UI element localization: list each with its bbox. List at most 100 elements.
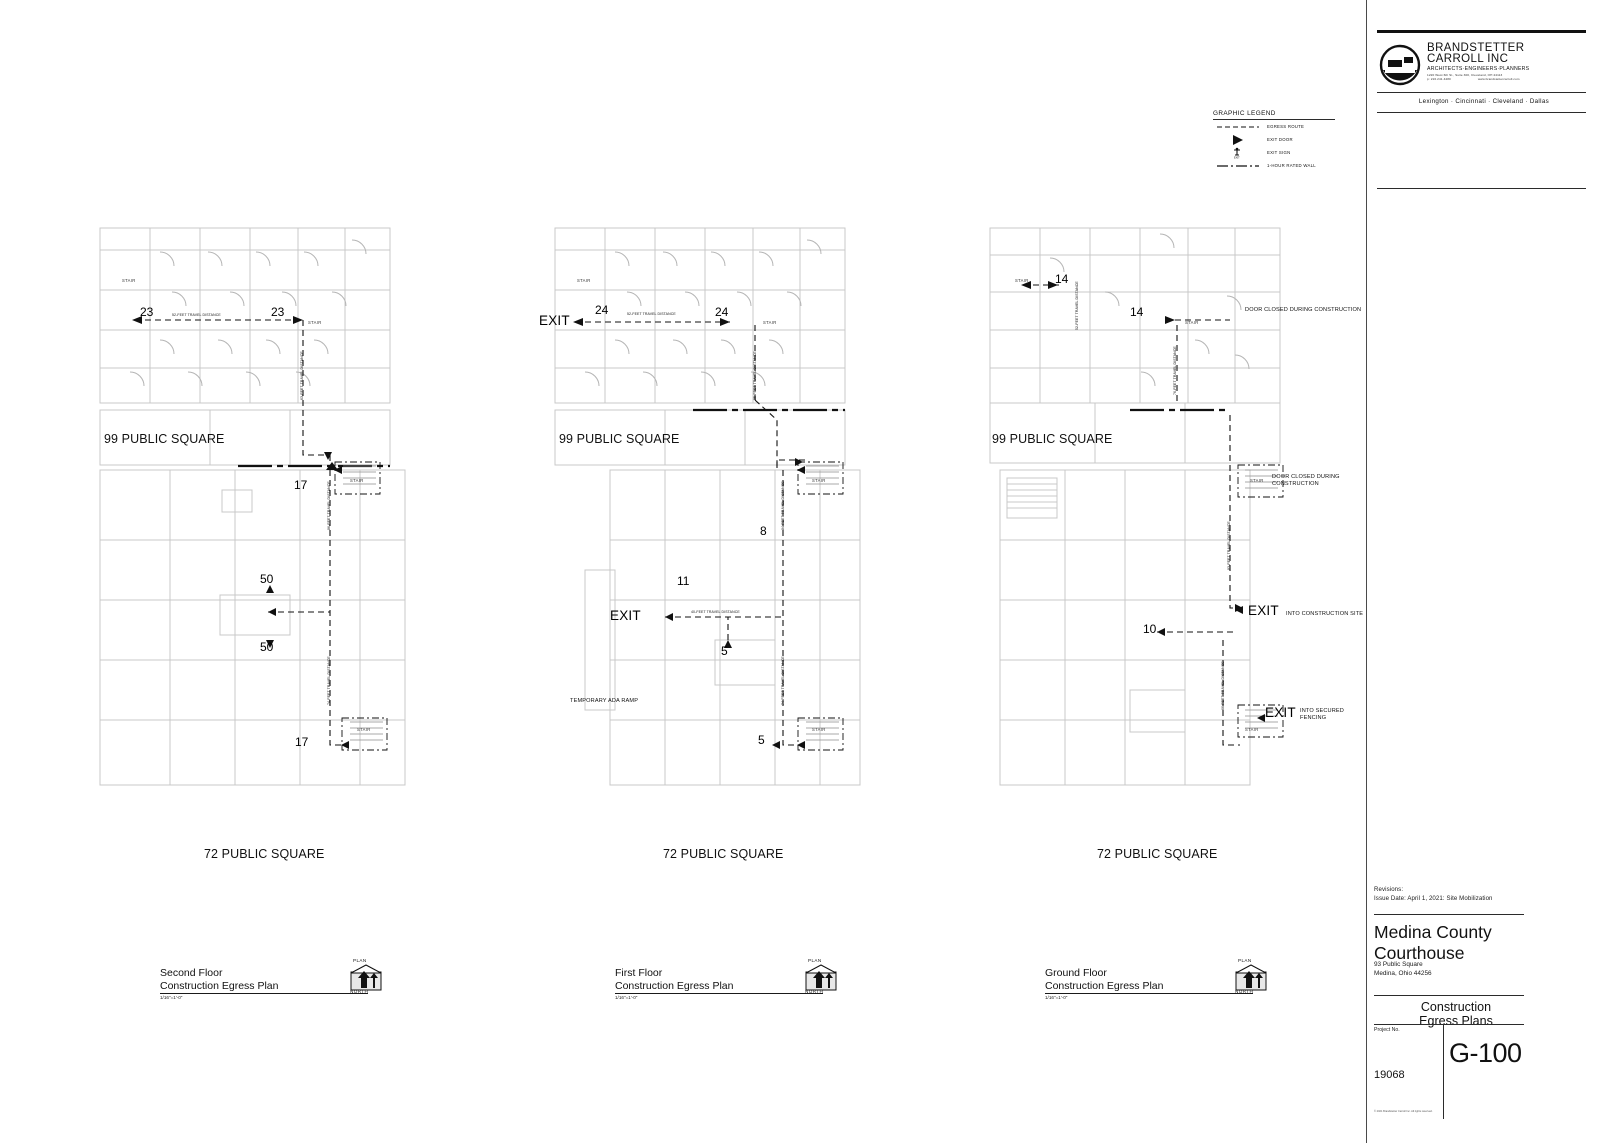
north-arrow-sub: NORTH bbox=[1235, 989, 1254, 994]
occupant-load: 50 bbox=[260, 640, 274, 654]
travel-distance-label: 76-FEET TRAVEL DISTANCE bbox=[1173, 346, 1177, 395]
exit-label: EXIT bbox=[610, 608, 641, 623]
legend-row-rated-wall: 1-HOUR RATED WALL bbox=[1213, 159, 1335, 172]
sheet-number: G-100 bbox=[1449, 1038, 1522, 1068]
north-arrow-sub: NORTH bbox=[350, 989, 369, 994]
second-floor-drawing bbox=[99, 227, 406, 786]
occupant-load: 10 bbox=[1143, 622, 1157, 636]
sheet-name-rule bbox=[1374, 1024, 1524, 1025]
sheet-name-line2: Egress Plans bbox=[1419, 1013, 1493, 1028]
legend-title: GRAPHIC LEGEND bbox=[1213, 110, 1276, 117]
building-label-72-lower: 72 PUBLIC SQUARE bbox=[1097, 847, 1218, 861]
plan-scale: 1/16"=1'-0" bbox=[1045, 995, 1068, 1000]
plan-title-line2: Construction Egress Plan bbox=[160, 980, 279, 992]
plan-scale: 1/16"=1'-0" bbox=[160, 995, 183, 1000]
travel-distance-label: 86-FEET TRAVEL DISTANCE bbox=[327, 481, 331, 530]
plan-title-rule bbox=[160, 993, 368, 994]
project-info-rule bbox=[1374, 995, 1524, 996]
occupant-load: 5 bbox=[758, 733, 765, 747]
sheet-name-line1: Construction bbox=[1420, 1000, 1492, 1014]
stair-label: STAIR bbox=[812, 727, 826, 732]
building-label-72-lower: 72 PUBLIC SQUARE bbox=[204, 847, 325, 861]
sheet-no-divider bbox=[1443, 1024, 1444, 1119]
firm-cities: Lexington · Cincinnati · Cleveland · Dal… bbox=[1418, 98, 1550, 105]
legend-row-exit-door: EXIT DOOR bbox=[1213, 133, 1335, 146]
stair-label: STAIR bbox=[1245, 727, 1259, 732]
project-no: 19068 bbox=[1374, 1069, 1405, 1081]
stair-label: STAIR bbox=[1185, 320, 1199, 325]
building-label-72-lower: 72 PUBLIC SQUARE bbox=[663, 847, 784, 861]
firm-contact: p: 216.241.4480 www.brandstettercarroll.… bbox=[1427, 77, 1529, 81]
stair-label: STAIR bbox=[812, 478, 826, 483]
travel-distance-label: 84-FEET TRAVEL DISTANCE bbox=[781, 481, 785, 530]
travel-distance-label: 74-FEET TRAVEL DISTANCE bbox=[327, 656, 331, 705]
plan-title-line1: First Floor bbox=[615, 967, 663, 979]
filled-triangle-icon bbox=[1233, 135, 1243, 145]
issue-date: Issue Date: April 1, 2021: Site Mobiliza… bbox=[1374, 895, 1493, 902]
note-door-closed-upper: DOOR CLOSED DURING CONSTRUCTION bbox=[1245, 307, 1362, 313]
north-arrow-label: PLAN bbox=[808, 958, 822, 963]
stair-label: STAIR bbox=[357, 727, 371, 732]
ground-floor-drawing bbox=[989, 227, 1284, 786]
firm-logo: BRANDSTETTER CARROLL INC ARCHITECTS·ENGI… bbox=[1379, 42, 1589, 102]
revisions-rule bbox=[1374, 914, 1524, 915]
dashed-line-icon bbox=[1217, 126, 1259, 128]
legend-label: EXIT DOOR bbox=[1267, 137, 1293, 142]
stair-label: STAIR bbox=[1250, 478, 1264, 483]
plan-first-floor: 99 PUBLIC SQUARE 72 PUBLIC SQUARE EXIT E… bbox=[515, 0, 935, 1143]
project-name-line2: Courthouse bbox=[1374, 943, 1465, 964]
firm-website: www.brandstettercarroll.com bbox=[1477, 77, 1520, 81]
project-address: 93 Public Square Medina, Ohio 44256 bbox=[1374, 960, 1534, 979]
plan-title-line2: Construction Egress Plan bbox=[615, 980, 734, 992]
legend-label: EXIT SIGN bbox=[1267, 150, 1291, 155]
north-arrow-label: PLAN bbox=[1238, 958, 1252, 963]
plan-title-line2: Construction Egress Plan bbox=[1045, 980, 1164, 992]
dash-dot-line-icon bbox=[1217, 165, 1259, 167]
title-block: BRANDSTETTER CARROLL INC ARCHITECTS·ENGI… bbox=[1366, 0, 1600, 1143]
brandstetter-carroll-logo-icon bbox=[1379, 44, 1421, 86]
building-label-99-upper: 99 PUBLIC SQUARE bbox=[992, 432, 1113, 446]
firm-name-block: BRANDSTETTER CARROLL INC ARCHITECTS·ENGI… bbox=[1427, 42, 1529, 81]
plan-title-rule bbox=[615, 993, 823, 994]
occupant-load: 24 bbox=[715, 305, 729, 319]
note-door-closed-lower: DOOR CLOSED DURING CONSTRUCTION bbox=[1272, 474, 1340, 488]
revisions-block: Revisions: Issue Date: April 1, 2021: Si… bbox=[1374, 886, 1524, 904]
revisions-label: Revisions: bbox=[1374, 886, 1404, 893]
stair-label: STAIR bbox=[350, 478, 364, 483]
firm-name-line1: BRANDSTETTER bbox=[1427, 42, 1525, 54]
occupant-load: 14 bbox=[1055, 272, 1069, 286]
travel-distance-label: 83-FEET TRAVEL DISTANCE bbox=[1227, 521, 1231, 570]
north-arrow-sub: NORTH bbox=[805, 989, 824, 994]
title-block-top-rule bbox=[1377, 30, 1586, 33]
exit-label: EXIT bbox=[1248, 603, 1279, 618]
stair-label: STAIR bbox=[763, 320, 777, 325]
legend-label: EGRESS ROUTE bbox=[1267, 124, 1305, 129]
north-arrow-label: PLAN bbox=[353, 958, 367, 963]
travel-distance-label: 85-FEET TRAVEL DISTANCE bbox=[753, 351, 757, 400]
project-address-line1: 93 Public Square bbox=[1374, 961, 1423, 968]
travel-distance-label: 63-FEET TRAVEL DISTANCE bbox=[300, 351, 304, 400]
travel-distance-label: 40-FEET TRAVEL DISTANCE bbox=[691, 610, 740, 614]
occupant-load: 8 bbox=[760, 524, 767, 538]
project-no-label: Project No. bbox=[1374, 1027, 1400, 1033]
occupant-load: 50 bbox=[260, 572, 274, 586]
plan-title-rule bbox=[1045, 993, 1253, 994]
plan-title-line1: Ground Floor bbox=[1045, 967, 1107, 979]
occupant-load: 14 bbox=[1130, 305, 1144, 319]
note-exit-into-secured-fencing: INTO SECURED FENCING bbox=[1300, 708, 1344, 722]
north-arrow-icon bbox=[805, 964, 837, 991]
occupant-load: 24 bbox=[595, 303, 609, 317]
occupant-load: 23 bbox=[140, 305, 154, 319]
occupant-load: 17 bbox=[294, 478, 308, 492]
cities-bottom-rule bbox=[1377, 112, 1586, 113]
occupant-load: 17 bbox=[295, 735, 309, 749]
note-temporary-ada-ramp: TEMPORARY ADA RAMP bbox=[570, 698, 639, 704]
legend-row-egress-route: EGRESS ROUTE bbox=[1213, 120, 1335, 133]
stair-label: STAIR bbox=[1015, 278, 1029, 283]
travel-distance-label: 52-FEET TRAVEL DISTANCE bbox=[627, 312, 676, 316]
exit-sign-glyph-icon: EXIT bbox=[1234, 147, 1240, 160]
svg-text:EXIT: EXIT bbox=[1234, 156, 1240, 160]
firm-address: 1220 West 6th St., Suite 300, Cleveland,… bbox=[1427, 73, 1503, 77]
legend-row-exit-sign: EXIT EXIT SIGN bbox=[1213, 146, 1335, 159]
exit-label: EXIT bbox=[539, 313, 570, 328]
